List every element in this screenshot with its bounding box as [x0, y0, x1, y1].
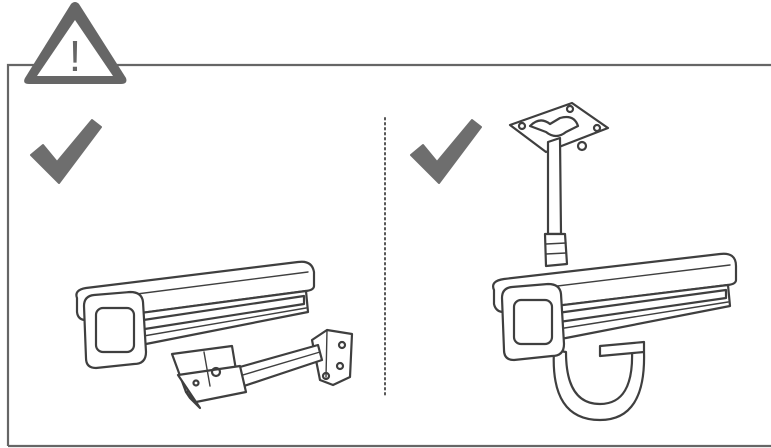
- check-mark-icon: [410, 119, 482, 184]
- camera-housing-wall-bracket: [75, 260, 354, 410]
- warning-symbol: !: [69, 32, 81, 81]
- check-mark-icon: [30, 119, 102, 184]
- warning-triangle-icon: !: [24, 2, 127, 84]
- camera-housing-ceiling-pendant: [492, 101, 738, 422]
- frame-border: [6, 63, 771, 448]
